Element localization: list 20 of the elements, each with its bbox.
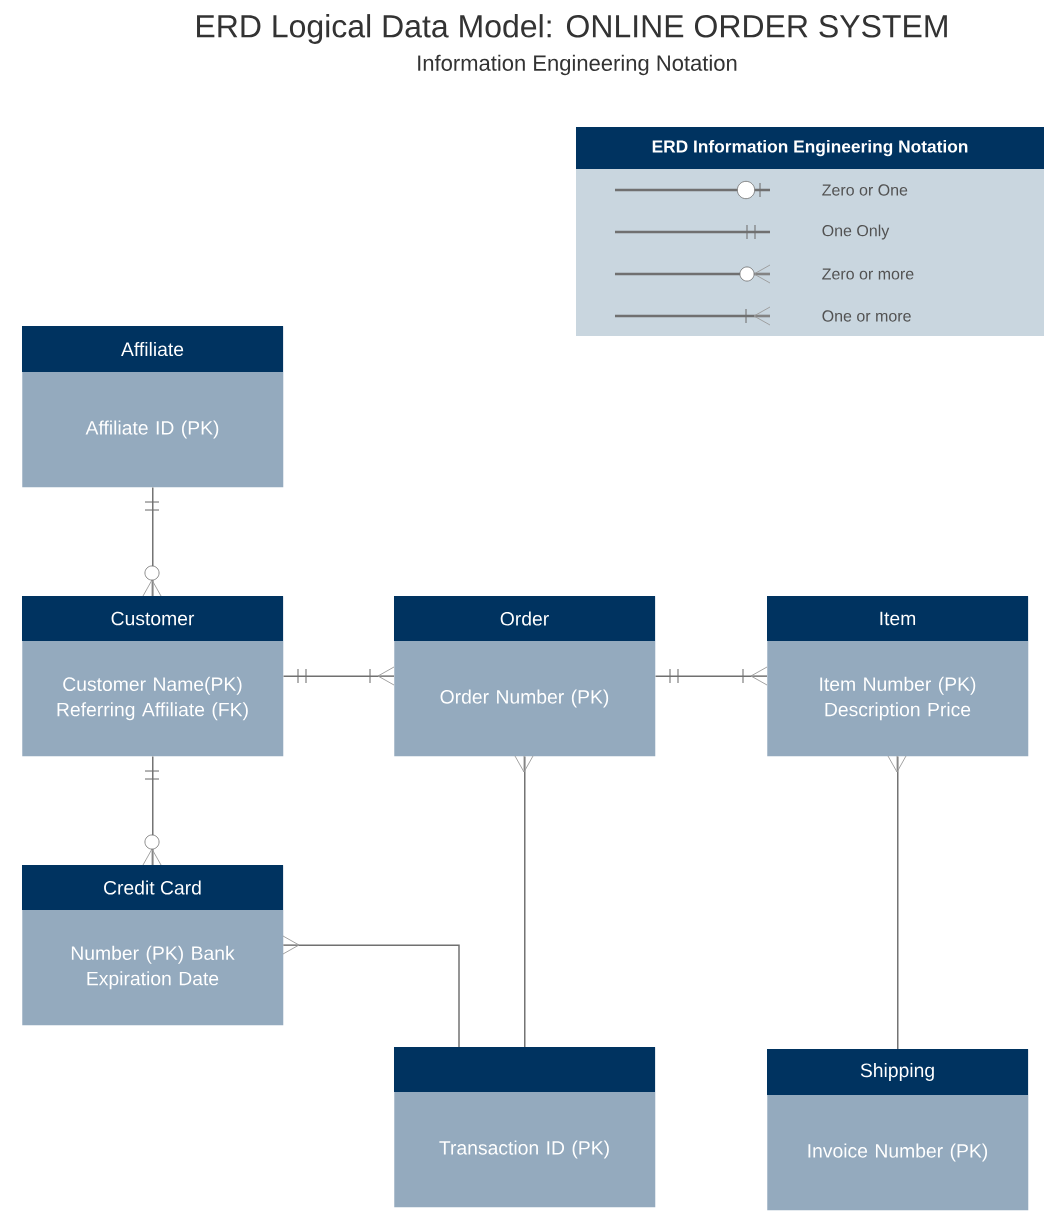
- entity-box: Customer Customer Name(PK) Referring Affiliate (FK): [22, 596, 284, 757]
- relationship-line: [654, 666, 768, 686]
- relationship-line: [282, 666, 395, 686]
- relationship-line: [142, 486, 162, 597]
- entity-box: Affiliate Affiliate ID (PK): [22, 326, 284, 488]
- relationship-line: [887, 755, 907, 1050]
- entity-box: Shipping Invoice Number (PK): [767, 1049, 1029, 1211]
- legend-label: One Only: [822, 224, 890, 240]
- title: ERD Logical Data Model: ONLINE ORDER SYSTEM: [197, 14, 947, 44]
- relationship-line: [142, 755, 162, 866]
- entity-box: Order Order Number (PK): [394, 596, 656, 757]
- entity-box: Credit Card Number (PK) Bank Expiration Date: [22, 865, 284, 1026]
- relationship-line: [282, 935, 460, 1048]
- entity-box: Transaction ID (PK): [394, 1047, 656, 1208]
- legend-label: Zero or more: [822, 268, 914, 280]
- subtitle: Information Engineering Notation: [418, 54, 737, 76]
- relationship-line: [514, 755, 534, 1048]
- legend-label: Zero or One: [822, 184, 908, 196]
- entity-box: Item Item Number (PK) Description Price: [767, 596, 1029, 757]
- legend-label: One or more: [822, 310, 911, 322]
